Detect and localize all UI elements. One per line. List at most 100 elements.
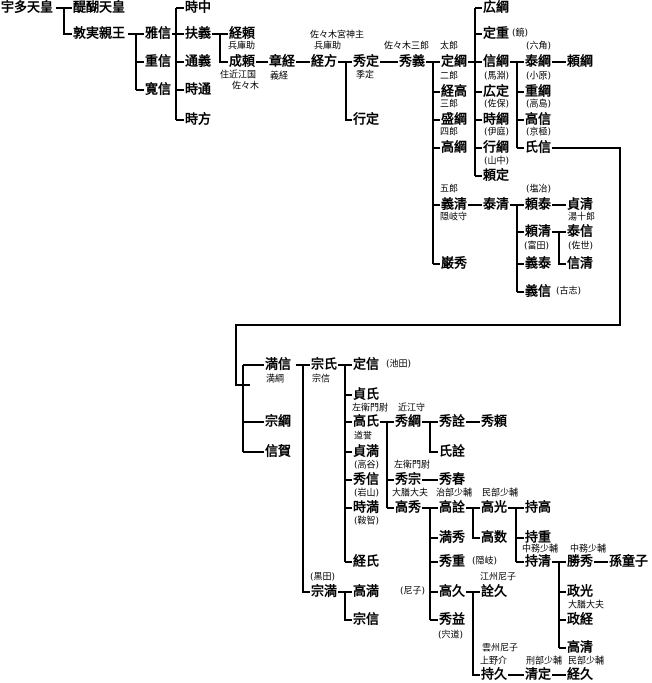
note-n_jiro: 二郎 xyxy=(440,71,459,82)
note-n_saemon2: 左衛門尉 xyxy=(394,460,431,471)
note-n_munenobu_s: 宗信 xyxy=(312,374,331,385)
person-hideyori: 秀頼 xyxy=(480,414,509,430)
person-sadashige: 定重 xyxy=(482,26,511,42)
person-mochihisa: 持久 xyxy=(480,667,509,683)
person-tokitsuna: 時綱 xyxy=(482,112,511,128)
line-takahisa-trunk xyxy=(472,592,480,676)
person-shigetsuna: 重綱 xyxy=(524,84,553,100)
person-munenobu2: 宗信 xyxy=(352,612,381,628)
person-hidemasu: 秀益 xyxy=(438,612,467,628)
person-sukeyoshi: 扶義 xyxy=(184,26,213,42)
person-tsunekata: 経方 xyxy=(310,54,339,70)
note-n_minbu2: 民部少輔 xyxy=(568,656,605,667)
person-hidemune: 秀宗 xyxy=(394,472,423,488)
note-n_gyobu: 刑部少輔 xyxy=(526,656,563,667)
person-tsunetaka: 経高 xyxy=(440,84,469,100)
person-hidesada: 秀定 xyxy=(352,54,381,70)
person-hidenobu: 秀信 xyxy=(352,472,381,488)
person-takakiyo: 高清 xyxy=(566,640,595,656)
person-mitsunobu: 満信 xyxy=(264,357,293,373)
person-hirosada: 広定 xyxy=(482,84,511,100)
person-masanobu: 雅信 xyxy=(144,26,173,42)
person-takamitsu2: 高光 xyxy=(480,500,509,516)
note-n_saburo2: 三郎 xyxy=(440,99,459,110)
note-n_hyogo1: 兵庫助 xyxy=(228,41,256,52)
note-n_takaya: (高谷) xyxy=(354,460,380,471)
person-munemitsu: 宗満 xyxy=(310,584,339,600)
note-n_shiro: 四郎 xyxy=(440,127,459,138)
person-ujiaki: 氏詮 xyxy=(438,444,467,460)
person-ujinobu: 氏信 xyxy=(524,140,553,156)
person-mochitaka: 持高 xyxy=(524,500,553,516)
person-hideharu: 秀春 xyxy=(438,472,467,488)
person-takamitsu: 高満 xyxy=(352,584,381,600)
note-n_kuroda: (黒田) xyxy=(310,572,336,583)
line-yorikiyo-trunk xyxy=(558,232,566,265)
note-n_yamanaka: (山中) xyxy=(484,156,510,167)
person-sadatsuna: 定綱 xyxy=(440,54,469,70)
person-tsuneyori: 経頼 xyxy=(228,26,257,42)
person-tsunehisa: 経久 xyxy=(566,667,595,683)
person-hironobu: 寛信 xyxy=(144,82,173,98)
person-yoriyasu: 頼泰 xyxy=(524,197,553,213)
note-n_iwayama: (岩山) xyxy=(354,488,380,499)
note-n_umabuchi: (馬淵) xyxy=(484,71,510,82)
person-masamitsu: 政光 xyxy=(566,584,595,600)
person-yoshiyasu: 義泰 xyxy=(524,256,553,272)
note-n_kuchiki: (鞍智) xyxy=(354,516,380,527)
person-takakazu: 高数 xyxy=(480,530,509,546)
person-mochikiyo: 持清 xyxy=(524,554,553,570)
person-masatsune: 政経 xyxy=(566,612,595,628)
person-tokimichi: 時通 xyxy=(184,82,213,98)
note-n_goshu_amako: 江州尼子 xyxy=(480,572,517,583)
person-atsuzane: 敦実親王 xyxy=(72,26,127,42)
person-mitsuhide: 満秀 xyxy=(438,530,467,546)
line-uda-branch xyxy=(63,8,72,35)
person-hideaki: 秀詮 xyxy=(438,414,467,430)
note-n_dotei: 道誉 xyxy=(354,431,373,442)
note-n_tomita: (富田) xyxy=(524,241,550,252)
note-n_koshi: (古志) xyxy=(556,286,582,297)
person-yoshikiyo: 義清 xyxy=(440,197,469,213)
person-tokikata: 時方 xyxy=(184,112,213,128)
note-n_iba: (伊庭) xyxy=(484,127,510,138)
person-hirotsuna: 広綱 xyxy=(482,0,511,16)
note-n_takashima: (高島) xyxy=(526,99,552,110)
note-n_goro: 五郎 xyxy=(440,184,459,195)
person-nobukiyo: 信清 xyxy=(566,256,595,272)
person-yasunobu: 泰信 xyxy=(566,224,595,240)
person-mochishige: 持重 xyxy=(524,530,553,546)
note-n_nakatsukasa1: 中務少輔 xyxy=(522,544,559,555)
line-hidesada-trunk xyxy=(345,62,352,121)
note-n_daizen2: 大膳大夫 xyxy=(568,600,605,611)
note-n_sase: (佐世) xyxy=(568,241,594,252)
person-yoritsuna: 頼綱 xyxy=(566,54,595,70)
person-moritsuna: 盛綱 xyxy=(440,112,469,128)
person-kiyosada: 清定 xyxy=(524,667,553,683)
note-n_saburo: 佐々木三郎 xyxy=(384,41,430,52)
line-munemitsu-trunk xyxy=(344,592,352,621)
person-yukitsuna: 行綱 xyxy=(482,140,511,156)
note-n_unshu_amako: 雲州尼子 xyxy=(482,643,519,654)
line-ujinobu-down xyxy=(235,147,621,386)
person-takahide: 高秀 xyxy=(394,500,423,516)
note-n_mitsutsuna: 満綱 xyxy=(266,374,285,385)
person-sadauji: 貞氏 xyxy=(352,387,381,403)
person-noritsune: 章経 xyxy=(268,54,297,70)
note-n_yoshitsune: 義経 xyxy=(270,71,289,82)
line-takaaki-trunk xyxy=(472,508,480,539)
person-sadamitsu: 貞満 xyxy=(352,444,381,460)
note-n_yuzuro: 湯十郎 xyxy=(568,212,596,223)
note-n_ohara: (小原) xyxy=(526,71,552,82)
person-sadakiyo: 貞清 xyxy=(566,197,595,213)
note-n_jibu: 治部少輔 xyxy=(436,488,473,499)
note-n_omi: 住近江国 xyxy=(220,70,257,81)
person-hidetsuna: 秀綱 xyxy=(394,414,423,430)
note-n_minbu: 民部少輔 xyxy=(482,488,519,499)
person-tokinaka: 時中 xyxy=(184,0,213,16)
note-n_kozukenosuke: 上野介 xyxy=(480,656,508,667)
person-yoshinobu: 義信 xyxy=(524,284,553,300)
person-takatsuna: 高綱 xyxy=(440,140,469,156)
